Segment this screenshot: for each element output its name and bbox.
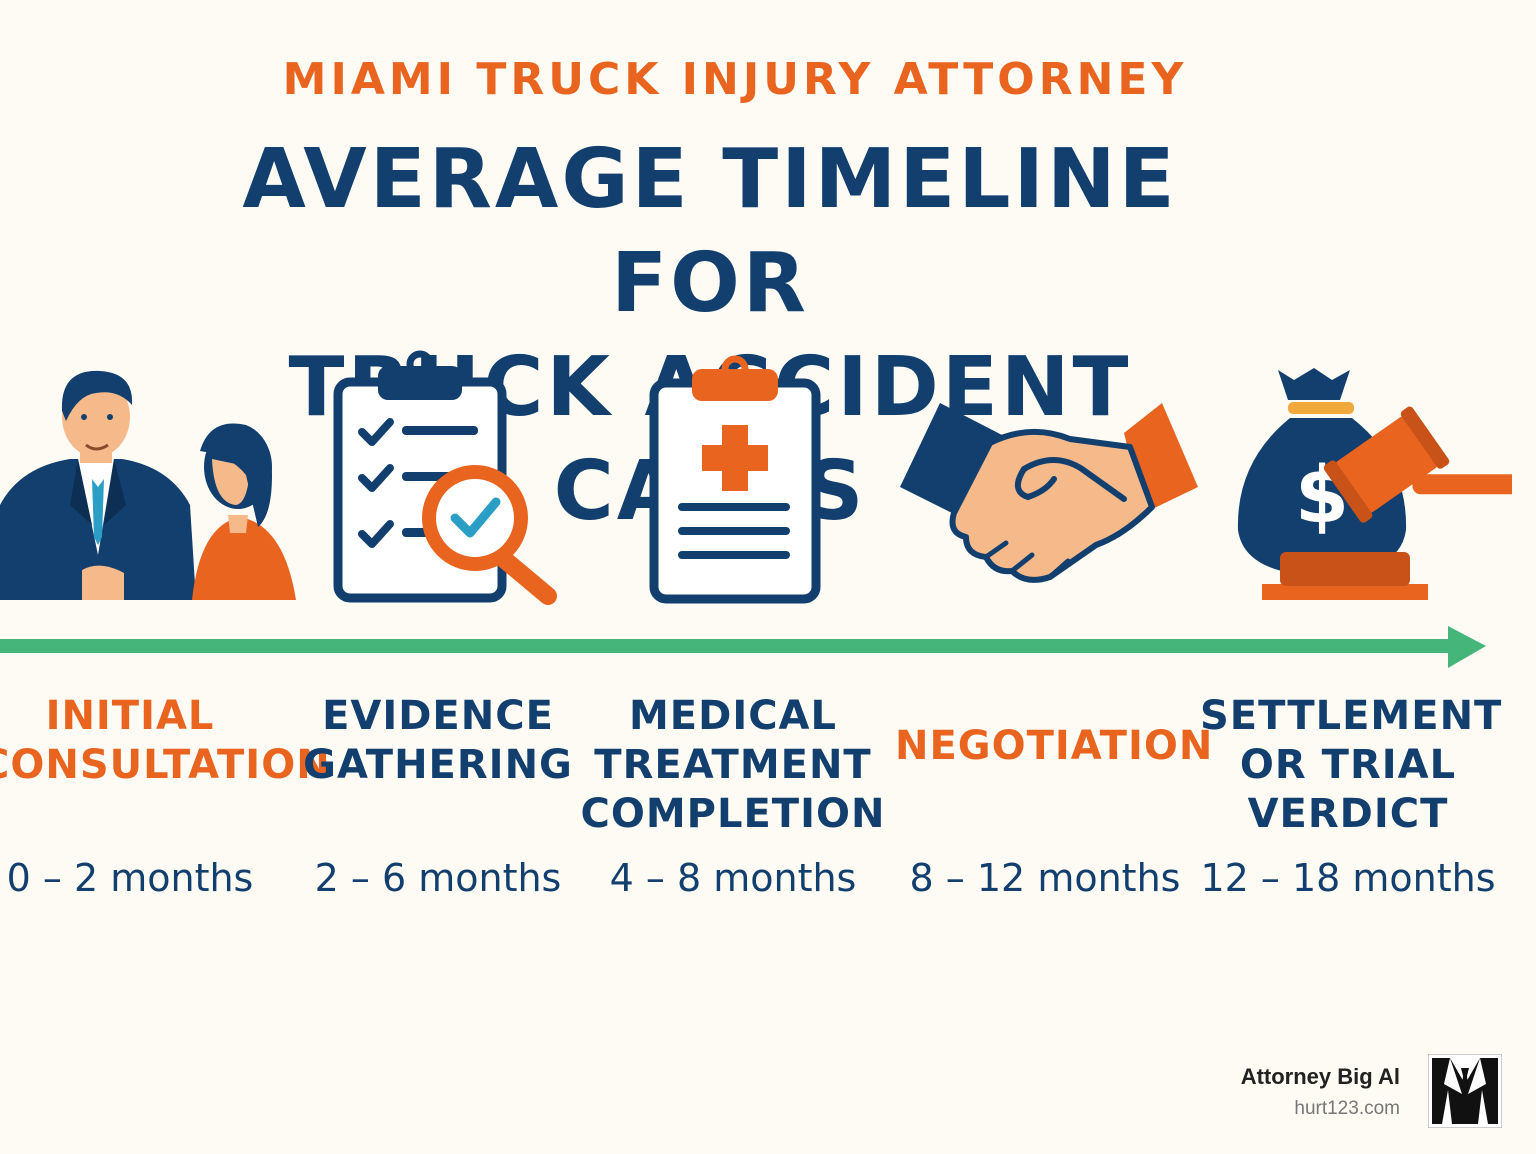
duration-negotiation: 8 – 12 months bbox=[909, 856, 1181, 900]
step-5-line-2: OR TRIAL bbox=[1239, 742, 1457, 788]
brand-url: hurt123.com bbox=[1294, 1098, 1400, 1119]
timeline-arrow bbox=[0, 626, 1486, 668]
suit-logo-icon bbox=[1428, 1054, 1502, 1128]
header-subtitle: MIAMI TRUCK INJURY ATTORNEY bbox=[282, 54, 1188, 105]
step-2-line-2: GATHERING bbox=[303, 742, 573, 788]
step-1-line-2: CONSULTATION bbox=[0, 742, 331, 788]
step-label-settlement-verdict: SETTLEMENT OR TRIAL VERDICT bbox=[1200, 692, 1503, 839]
duration-initial-consultation: 0 – 2 months bbox=[6, 856, 254, 900]
step-label-initial-consultation: INITIAL CONSULTATION bbox=[0, 692, 331, 790]
medical-clipboard-icon bbox=[649, 355, 821, 604]
step-label-evidence-gathering: EVIDENCE GATHERING bbox=[288, 692, 588, 790]
duration-medical-treatment: 4 – 8 months bbox=[609, 856, 857, 900]
duration-settlement-verdict: 12 – 18 months bbox=[1200, 856, 1496, 900]
duration-evidence-gathering: 2 – 6 months bbox=[314, 856, 562, 900]
step-5-line-3: VERDICT bbox=[1247, 791, 1449, 837]
money-bag-gavel-icon: $ bbox=[1237, 368, 1512, 600]
handshake-icon bbox=[900, 403, 1198, 583]
step-1-line-1: INITIAL bbox=[45, 693, 215, 739]
title-line-1: AVERAGE TIMELINE FOR bbox=[242, 132, 1178, 331]
step-2-line-1: EVIDENCE bbox=[322, 693, 554, 739]
step-label-negotiation: NEGOTIATION bbox=[895, 722, 1214, 771]
step-4-line-1: NEGOTIATION bbox=[895, 723, 1214, 769]
step-5-line-1: SETTLEMENT bbox=[1200, 693, 1503, 739]
checklist-magnifier-icon bbox=[333, 350, 557, 605]
step-3-line-1: MEDICAL bbox=[628, 693, 837, 739]
consultation-people-icon bbox=[0, 370, 296, 600]
brand-name: Attorney Big Al bbox=[1240, 1064, 1400, 1089]
step-3-line-3: COMPLETION bbox=[580, 791, 886, 837]
step-label-medical-treatment: MEDICAL TREATMENT COMPLETION bbox=[578, 692, 888, 839]
step-3-line-2: TREATMENT bbox=[594, 742, 872, 788]
